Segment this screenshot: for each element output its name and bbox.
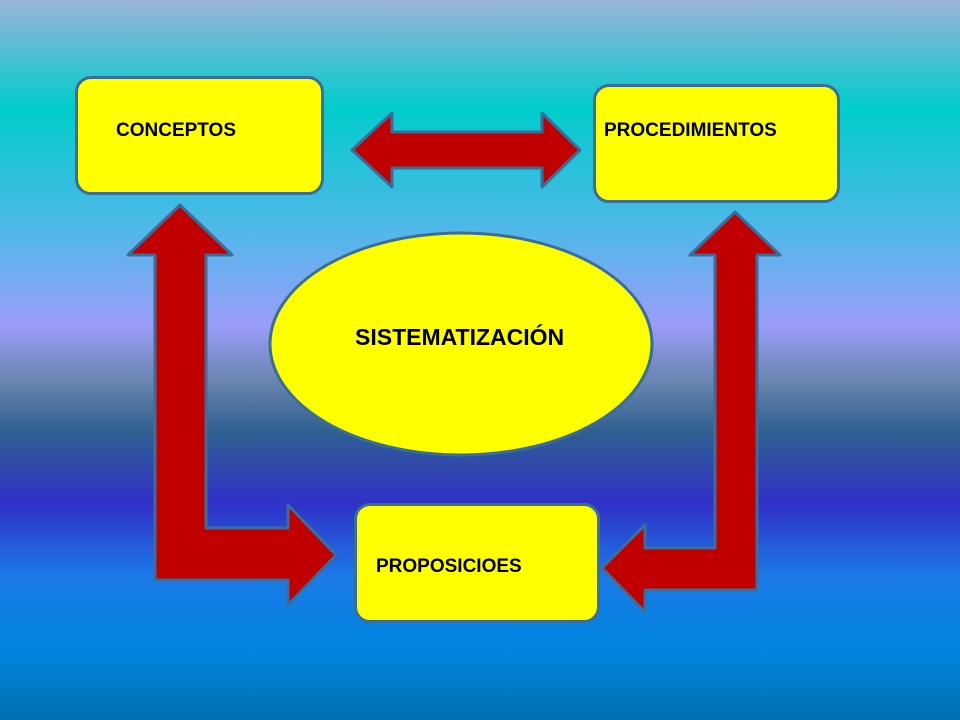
proposiciones-label: PROPOSICIOES <box>376 556 522 577</box>
sistematizacion-oval <box>268 231 654 457</box>
arrow-conceptos-proposiciones <box>126 203 338 607</box>
arrow-conceptos-procedimientos <box>350 111 582 189</box>
conceptos-label: CONCEPTOS <box>116 120 237 141</box>
proposiciones-box <box>354 503 600 623</box>
procedimientos-box <box>593 84 840 203</box>
sistematizacion-label: SISTEMATIZACIÓN <box>355 324 565 350</box>
arrow-procedimientos-proposiciones <box>600 210 782 614</box>
procedimientos-label: PROCEDIMIENTOS <box>604 120 777 141</box>
conceptos-box <box>75 76 324 195</box>
